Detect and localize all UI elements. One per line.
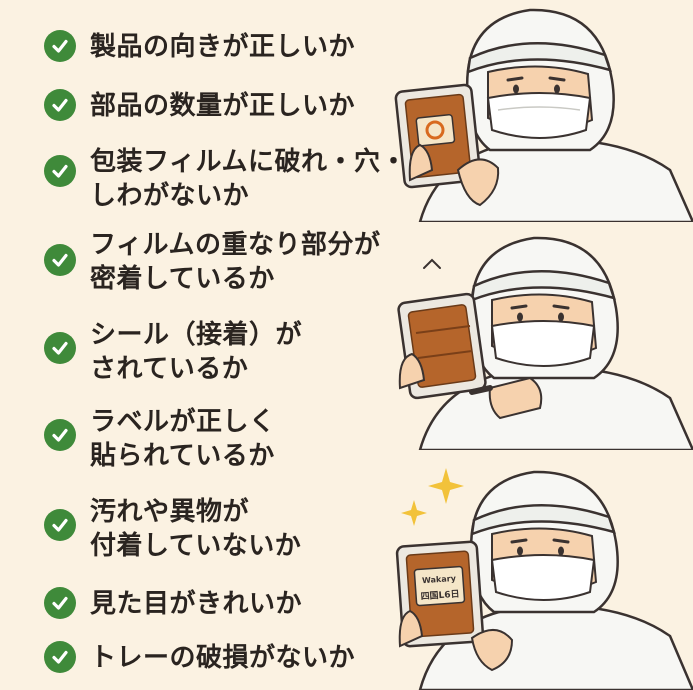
checklist-item-text: 貼られているか bbox=[90, 441, 275, 471]
checklist-item-text: 密着しているか bbox=[90, 264, 275, 294]
checklist-item: 見た目がきれいか bbox=[44, 587, 302, 621]
check-icon bbox=[44, 30, 76, 62]
checklist-item-text: ラベルが正しく bbox=[90, 407, 276, 437]
checklist-item-text: 包装フィルムに破れ・穴・ bbox=[90, 147, 407, 177]
checklist-item-text: しわがないか bbox=[90, 181, 250, 211]
checklist-item-text: 見た目がきれいか bbox=[90, 589, 303, 619]
checklist-item: 製品の向きが正しいか bbox=[44, 30, 355, 64]
checklist-item: ラベルが正しく 貼られているか bbox=[44, 405, 276, 473]
checklist-item-text: 部品の数量が正しいか bbox=[90, 91, 356, 121]
checklist: 製品の向きが正しいか 部品の数量が正しいか 包装フィルムに破れ・穴・ しわがない… bbox=[44, 30, 406, 675]
worker-pointing-tray-illustration bbox=[397, 236, 693, 450]
checklist-item-text: シール（接着）が bbox=[90, 320, 303, 350]
checklist-item: フィルムの重なり部分が 密着しているか bbox=[44, 228, 380, 296]
checklist-item-text: トレーの破損がないか bbox=[90, 643, 356, 673]
check-icon bbox=[44, 332, 76, 364]
tray-label-bottom: 四国L6日 bbox=[420, 589, 460, 603]
check-icon bbox=[44, 509, 76, 541]
checklist-item: 汚れや異物が 付着していないか bbox=[44, 495, 301, 563]
check-icon bbox=[44, 244, 76, 276]
checklist-item-text: 製品の向きが正しいか bbox=[90, 32, 356, 62]
checklist-item-text: されているか bbox=[90, 354, 249, 384]
checklist-item: 部品の数量が正しいか bbox=[44, 89, 355, 123]
worker-clean-tray-illustration: Wakary 四国L6日 bbox=[395, 468, 693, 690]
checklist-item-text: 汚れや異物が bbox=[90, 497, 250, 527]
checklist-item-text: 付着していないか bbox=[90, 531, 302, 561]
check-icon bbox=[44, 587, 76, 619]
checklist-item: 包装フィルムに破れ・穴・ しわがないか bbox=[44, 145, 407, 213]
check-icon bbox=[44, 89, 76, 121]
checklist-item: シール（接着）が されているか bbox=[44, 318, 302, 386]
sparkle-icon bbox=[428, 468, 464, 504]
checklist-item-text: フィルムの重なり部分が bbox=[90, 230, 381, 260]
worker-inspecting-tray-illustration bbox=[394, 8, 693, 222]
check-icon bbox=[44, 641, 76, 673]
checklist-item: トレーの破損がないか bbox=[44, 641, 355, 675]
check-icon bbox=[44, 155, 76, 187]
tray-label-top: Wakary bbox=[422, 574, 457, 585]
check-icon bbox=[44, 419, 76, 451]
